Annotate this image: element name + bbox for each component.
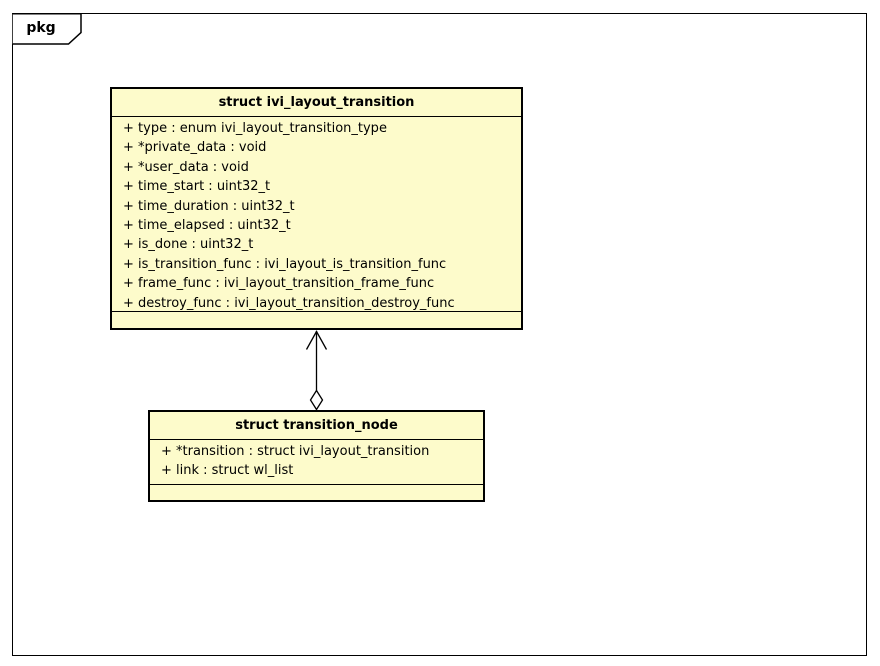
attribute-row: + *transition : struct ivi_layout_transi… (161, 444, 430, 459)
class-node-ivi-layout-transition[interactable]: struct ivi_layout_transition + type : en… (110, 87, 523, 330)
attribute-row: + is_done : uint32_t (123, 237, 254, 253)
attributes-compartment: + *transition : struct ivi_layout_transi… (150, 440, 483, 484)
class-node-transition-node[interactable]: struct transition_node + *transition : s… (148, 410, 485, 502)
attribute-row: + time_elapsed : uint32_t (123, 217, 291, 233)
attribute-row: + is_transition_func : ivi_layout_is_tra… (123, 256, 447, 272)
class-title: struct transition_node (150, 412, 483, 440)
attribute-row: + type : enum ivi_layout_transition_type (123, 121, 387, 136)
attribute-row: + frame_func : ivi_layout_transition_fra… (123, 276, 435, 292)
attribute-row: + *private_data : void (123, 140, 267, 156)
attribute-row: + time_duration : uint32_t (123, 198, 295, 214)
package-tab-shape (12, 13, 82, 45)
attribute-row: + destroy_func : ivi_layout_transition_d… (123, 295, 455, 311)
methods-compartment-empty (112, 311, 521, 328)
attributes-compartment: + type : enum ivi_layout_transition_type… (112, 117, 521, 311)
methods-compartment-empty (150, 484, 483, 500)
class-title: struct ivi_layout_transition (112, 89, 521, 117)
attribute-row: + time_start : uint32_t (123, 179, 271, 195)
attribute-row: + link : struct wl_list (161, 463, 294, 479)
attribute-row: + *user_data : void (123, 159, 249, 175)
package-tab-label: pkg (26, 20, 56, 36)
package-frame (12, 13, 867, 656)
package-tab (12, 13, 82, 45)
